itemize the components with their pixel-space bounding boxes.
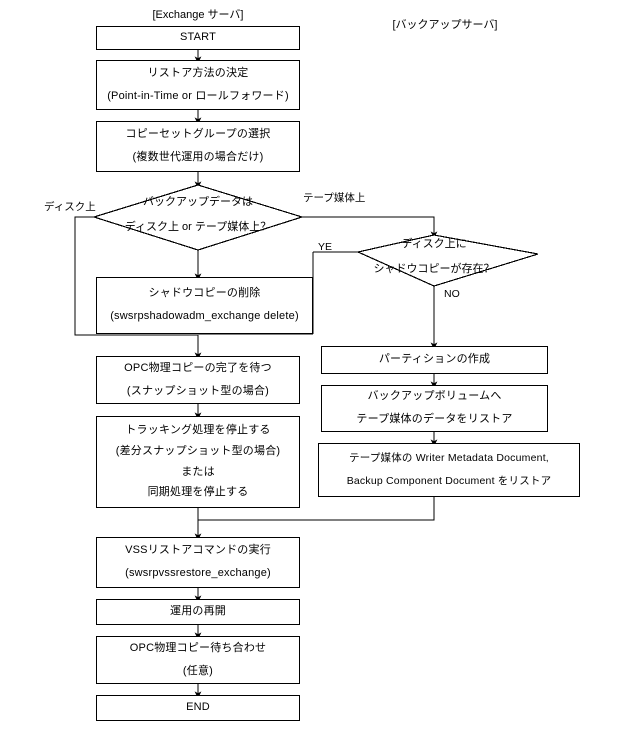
edge-label-no: NO — [444, 288, 460, 300]
node-opc-physical-copy-wait[interactable]: OPC物理コピーの完了を待つ (スナップショット型の場合) — [96, 356, 300, 404]
node-copyset-group[interactable]: コピーセットグループの選択 (複数世代運用の場合だけ) — [96, 121, 300, 172]
node-restore-metadata-documents[interactable]: テープ媒体の Writer Metadata Document, Backup … — [318, 443, 580, 497]
node-tracking-stop-line-2: (差分スナップショット型の場合) — [115, 444, 281, 457]
node-copyset-group-line-1: コピーセットグループの選択 — [125, 128, 271, 141]
decision-backup-data-location-line-2: ディスク上 or テープ媒体上？ — [124, 220, 272, 233]
node-vss-restore-command[interactable]: VSSリストアコマンドの実行 (swsrpvssrestore_exchange… — [96, 537, 300, 588]
node-tracking-stop-line-1: トラッキング処理を停止する — [125, 424, 271, 436]
decision-backup-data-location-shape — [91, 184, 305, 251]
node-start-line-1: START — [179, 31, 217, 44]
node-restore-method[interactable]: リストア方法の決定 (Point-in-Time or ロールフォワード) — [96, 60, 300, 110]
decision-shadow-copy-exists-line-1: ディスク上に — [401, 238, 467, 250]
node-create-partition[interactable]: パーティションの作成 — [321, 346, 548, 374]
edge-label-tape: テープ媒体上 — [303, 192, 366, 204]
node-shadow-copy-delete-line-1: シャドウコピーの削除 — [148, 287, 261, 300]
decision-shadow-copy-exists-shape — [356, 234, 539, 287]
node-restore-method-line-1: リストア方法の決定 — [147, 66, 249, 79]
node-vss-restore-command-line-1: VSSリストアコマンドの実行 — [125, 544, 271, 557]
node-start[interactable]: START — [96, 26, 300, 50]
lane-title-backup-server: [バックアップサーバ] — [392, 19, 498, 31]
node-restore-method-line-2: (Point-in-Time or ロールフォワード) — [107, 89, 289, 102]
node-vss-restore-command-line-2: (swsrpvssrestore_exchange) — [125, 567, 271, 579]
node-shadow-copy-delete-line-2: (swsrpshadowadm_exchange delete) — [110, 310, 299, 322]
node-restore-to-backup-volume-line-2: テープ媒体のデータをリストア — [356, 413, 513, 425]
edge-disk-branch — [74, 216, 198, 336]
decision-shadow-copy-exists-label: ディスク上に シャドウコピーが存在？ — [370, 238, 498, 277]
node-resume-operations[interactable]: 運用の再開 — [96, 599, 300, 625]
edge-tape-branch — [302, 216, 438, 239]
node-restore-to-backup-volume-line-1: バックアップボリュームへ — [367, 390, 502, 403]
node-opc-copy-sync-wait-line-1: OPC物理コピー待ち合わせ — [129, 641, 267, 654]
decision-backup-data-location-label: バックアップデータは ディスク上 or テープ媒体上？ — [108, 196, 288, 235]
edge-documents-to-spine — [198, 497, 435, 521]
decision-shadow-copy-exists-line-2: シャドウコピーが存在？ — [373, 262, 495, 275]
edge-label-disk: ディスク上 — [44, 201, 96, 213]
node-opc-physical-copy-wait-line-1: OPC物理コピーの完了を待つ — [124, 361, 272, 374]
node-resume-operations-line-1: 運用の再開 — [170, 605, 226, 618]
node-copyset-group-line-2: (複数世代運用の場合だけ) — [132, 151, 264, 163]
decision-backup-data-location-line-1: バックアップデータは — [143, 196, 253, 208]
node-end[interactable]: END — [96, 695, 300, 721]
node-opc-copy-sync-wait[interactable]: OPC物理コピー待ち合わせ (任意) — [96, 636, 300, 684]
node-end-line-1: END — [186, 701, 210, 714]
node-restore-metadata-documents-line-2: Backup Component Document をリストア — [346, 474, 552, 487]
node-tracking-stop[interactable]: トラッキング処理を停止する (差分スナップショット型の場合) または 同期処理を… — [96, 416, 300, 508]
lane-title-exchange-server: [Exchange サーバ] — [152, 9, 244, 21]
node-restore-metadata-documents-line-1: テープ媒体の Writer Metadata Document, — [349, 452, 549, 465]
node-shadow-copy-delete[interactable]: シャドウコピーの削除 (swsrpshadowadm_exchange dele… — [96, 277, 313, 334]
node-tracking-stop-line-4: 同期処理を停止する — [147, 486, 249, 499]
node-opc-copy-sync-wait-line-2: (任意) — [182, 664, 214, 677]
node-opc-physical-copy-wait-line-2: (スナップショット型の場合) — [126, 384, 270, 397]
node-tracking-stop-line-3: または — [181, 465, 215, 478]
node-create-partition-line-1: パーティションの作成 — [378, 353, 491, 366]
edge-label-yes: YE — [318, 241, 333, 253]
node-restore-to-backup-volume[interactable]: バックアップボリュームへ テープ媒体のデータをリストア — [321, 385, 548, 432]
